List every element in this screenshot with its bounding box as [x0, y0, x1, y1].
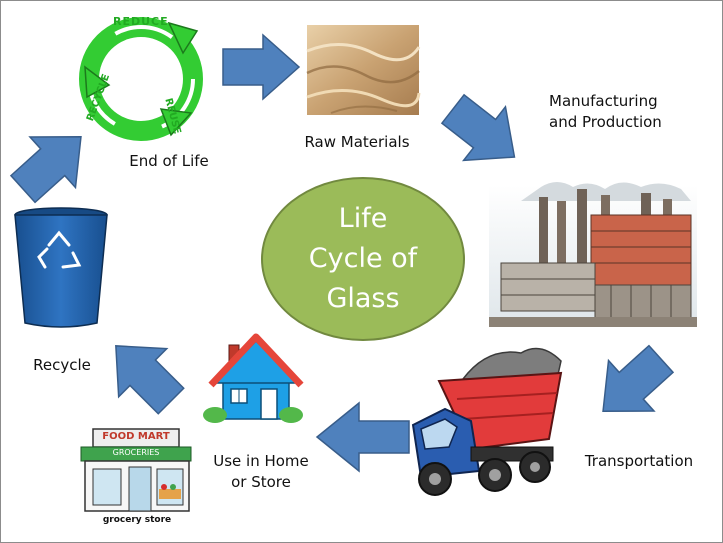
center-title-oval: Life Cycle of Glass: [261, 177, 465, 341]
store-caption: grocery store: [102, 515, 172, 525]
arrow-raw-to-manufacturing: [440, 93, 516, 162]
center-title-line-3: Glass: [326, 283, 400, 314]
store-awning: GROCERIES: [112, 448, 160, 457]
arrow-end-to-raw: [222, 33, 301, 101]
label-use-in-home: Use in Home or Store: [213, 452, 309, 491]
recycle-bin-icon: [14, 207, 108, 328]
store-sign: FOOD MART: [102, 431, 170, 442]
center-title-line-2: Cycle of: [308, 243, 418, 274]
grocery-store-icon: [80, 428, 192, 512]
arrow-use-to-recycle: [115, 345, 185, 415]
sand-icon: [306, 25, 421, 115]
arrow-manufacturing-to-transport: [602, 344, 675, 412]
center-title-line-1: Life: [338, 203, 388, 234]
label-manufacturing: Manufacturing and Production: [549, 92, 662, 131]
dump-truck-icon: [411, 347, 563, 496]
factory-icon: [489, 182, 697, 327]
label-transportation: Transportation: [584, 452, 694, 470]
recycle-symbol-icon: [79, 17, 203, 141]
label-raw-materials: Raw Materials: [304, 133, 410, 151]
label-end-of-life: End of Life: [129, 152, 209, 170]
arrow-recycle-to-end: [9, 136, 82, 204]
recycle-word-reduce: REDUCE: [113, 15, 169, 28]
house-icon: [203, 333, 304, 423]
arrow-transport-to-use: [315, 401, 410, 473]
label-recycle: Recycle: [33, 356, 91, 374]
